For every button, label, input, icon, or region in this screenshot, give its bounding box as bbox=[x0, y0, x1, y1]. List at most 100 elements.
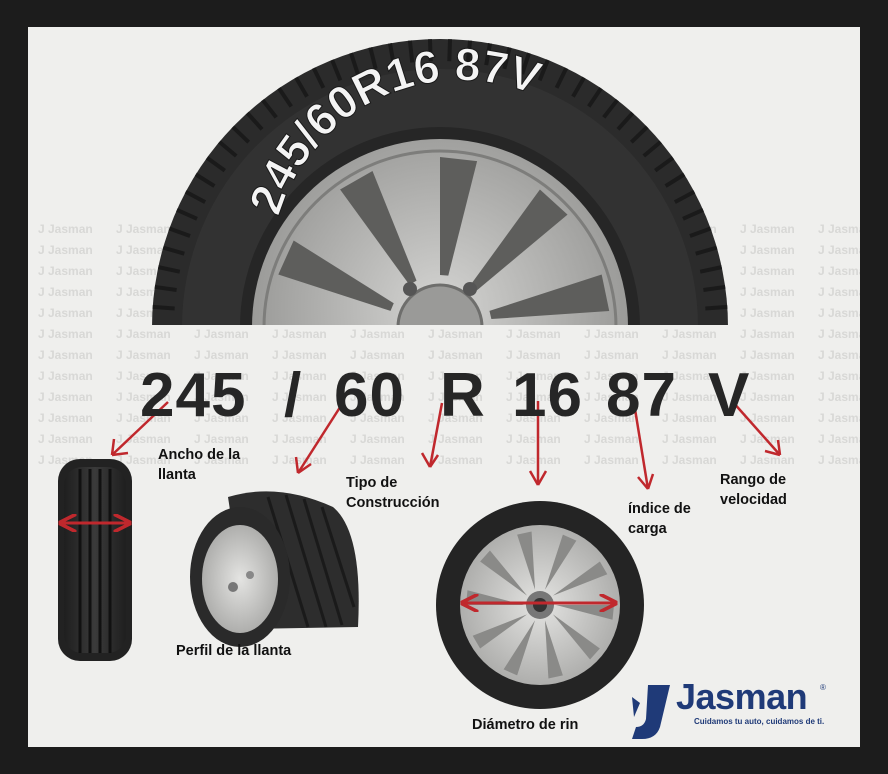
watermark-text: J Jasman bbox=[584, 453, 639, 467]
label-construction-line1: Tipo de bbox=[346, 475, 398, 491]
watermark-text: J Jasman bbox=[428, 432, 483, 446]
watermark-text: J Jasman bbox=[740, 453, 795, 467]
watermark-text: J Jasman bbox=[506, 432, 561, 446]
tread-groove bbox=[261, 98, 278, 119]
arrow-rim bbox=[528, 401, 548, 486]
tread-groove bbox=[245, 111, 264, 131]
watermark-text: J Jasman bbox=[116, 369, 171, 383]
tread-groove bbox=[695, 245, 718, 256]
watermark-text: J Jasman bbox=[818, 432, 860, 446]
tread-groove bbox=[154, 284, 177, 292]
watermark-text: J Jasman bbox=[740, 327, 795, 341]
watermark-text: J Jasman bbox=[818, 348, 860, 362]
watermark-text: J Jasman bbox=[272, 348, 327, 362]
label-width-line1: Ancho de la bbox=[158, 447, 241, 463]
arrow-construction bbox=[420, 402, 444, 468]
tread-groove bbox=[157, 265, 181, 274]
code-construction: R bbox=[440, 361, 486, 430]
watermark-text: J Jasman bbox=[116, 348, 171, 362]
watermark-text: J Jasman bbox=[584, 369, 639, 383]
watermark-text: J Jasman bbox=[662, 390, 717, 404]
tread-groove bbox=[168, 226, 191, 238]
watermark-text: J Jasman bbox=[38, 264, 93, 278]
watermark-text: J Jasman bbox=[662, 327, 717, 341]
tread-groove bbox=[587, 87, 603, 108]
tread-groove bbox=[218, 140, 238, 158]
tread-groove bbox=[152, 304, 175, 311]
tread-groove bbox=[311, 67, 326, 89]
watermark-text: J Jasman bbox=[272, 411, 327, 425]
watermark-text: J Jasman bbox=[506, 369, 561, 383]
tread-groove bbox=[277, 87, 293, 108]
label-load: índice de carga bbox=[628, 499, 691, 539]
watermark-text: J Jasman bbox=[428, 327, 483, 341]
watermark-text: J Jasman bbox=[818, 411, 860, 425]
watermark-text: J Jasman bbox=[272, 432, 327, 446]
label-speed: Rango de velocidad bbox=[720, 470, 787, 510]
tread-groove bbox=[642, 140, 662, 158]
watermark-text: J Jasman bbox=[662, 369, 717, 383]
code-speed: V bbox=[708, 361, 751, 430]
watermark-text: J Jasman bbox=[506, 390, 561, 404]
watermark-text: J Jasman bbox=[506, 327, 561, 341]
label-width-line2: llanta bbox=[158, 467, 196, 483]
tread-groove bbox=[368, 47, 378, 70]
watermark-text: J Jasman bbox=[350, 432, 405, 446]
label-width: Ancho de la llanta bbox=[158, 445, 240, 485]
watermark-text: J Jasman bbox=[38, 306, 93, 320]
watermark-text: J Jasman bbox=[584, 390, 639, 404]
watermark-text: J Jasman bbox=[38, 432, 93, 446]
tread-groove bbox=[705, 304, 728, 311]
arrow-width bbox=[110, 401, 169, 457]
tread-groove bbox=[664, 172, 686, 188]
label-load-line2: carga bbox=[628, 521, 667, 537]
watermark-text: J Jasman bbox=[38, 411, 93, 425]
brand-tagline: Cuidamos tu auto, cuidamos de ti. bbox=[694, 717, 825, 726]
watermark-text: J Jasman bbox=[272, 390, 327, 404]
watermark-text: J Jasman bbox=[740, 264, 795, 278]
watermark-text: J Jasman bbox=[272, 369, 327, 383]
watermark-text: J Jasman bbox=[740, 411, 795, 425]
tread-groove bbox=[427, 39, 433, 62]
label-load-line1: índice de bbox=[628, 501, 691, 517]
small-rim-spoke bbox=[503, 620, 536, 676]
watermark-text: J Jasman bbox=[584, 411, 639, 425]
tread-groove bbox=[502, 47, 512, 70]
watermark-text: J Jasman bbox=[350, 453, 405, 467]
tread-groove bbox=[330, 59, 343, 82]
watermark-text: J Jasman bbox=[194, 411, 249, 425]
watermark-text: J Jasman bbox=[116, 390, 171, 404]
small-rim-spoke bbox=[552, 614, 600, 660]
rim-spoke-gap bbox=[489, 274, 610, 320]
watermark-text: J Jasman bbox=[428, 369, 483, 383]
label-speed-line1: Rango de bbox=[720, 472, 787, 488]
tread-groove bbox=[703, 284, 726, 292]
watermark-text: J Jasman bbox=[584, 348, 639, 362]
watermark-text: J Jasman bbox=[194, 453, 249, 467]
watermark-text: J Jasman bbox=[818, 369, 860, 383]
small-rim-spoke bbox=[517, 531, 536, 590]
watermark-text: J Jasman bbox=[38, 285, 93, 299]
tread-groove bbox=[388, 43, 396, 66]
watermark-text: J Jasman bbox=[350, 348, 405, 362]
watermark-text: J Jasman bbox=[818, 222, 860, 236]
tread-groove bbox=[465, 40, 473, 63]
tread-groove bbox=[699, 265, 723, 274]
tread-groove bbox=[571, 76, 586, 98]
wheel-front-view bbox=[436, 501, 644, 709]
watermark-text: J Jasman bbox=[740, 306, 795, 320]
small-rim-spoke bbox=[544, 534, 577, 590]
label-speed-line2: velocidad bbox=[720, 492, 787, 508]
small-rim-spoke bbox=[480, 550, 528, 596]
infographic-art: J Jasman J Jasman J Jasman J Jasman J Jasman… bbox=[38, 38, 860, 739]
watermark-text: J Jasman bbox=[38, 243, 93, 257]
watermark-text: J Jasman bbox=[584, 432, 639, 446]
watermark-text: J Jasman bbox=[662, 348, 717, 362]
tire-side-view bbox=[190, 491, 359, 647]
watermark-text: J Jasman bbox=[818, 327, 860, 341]
watermark-text: J Jasman bbox=[38, 327, 93, 341]
watermark-text: J Jasman bbox=[740, 243, 795, 257]
tire-front-view bbox=[58, 459, 132, 661]
watermark-text: J Jasman bbox=[38, 369, 93, 383]
tire-infographic: J Jasman J Jasman J Jasman J Jasman J Jasman… bbox=[28, 27, 860, 747]
